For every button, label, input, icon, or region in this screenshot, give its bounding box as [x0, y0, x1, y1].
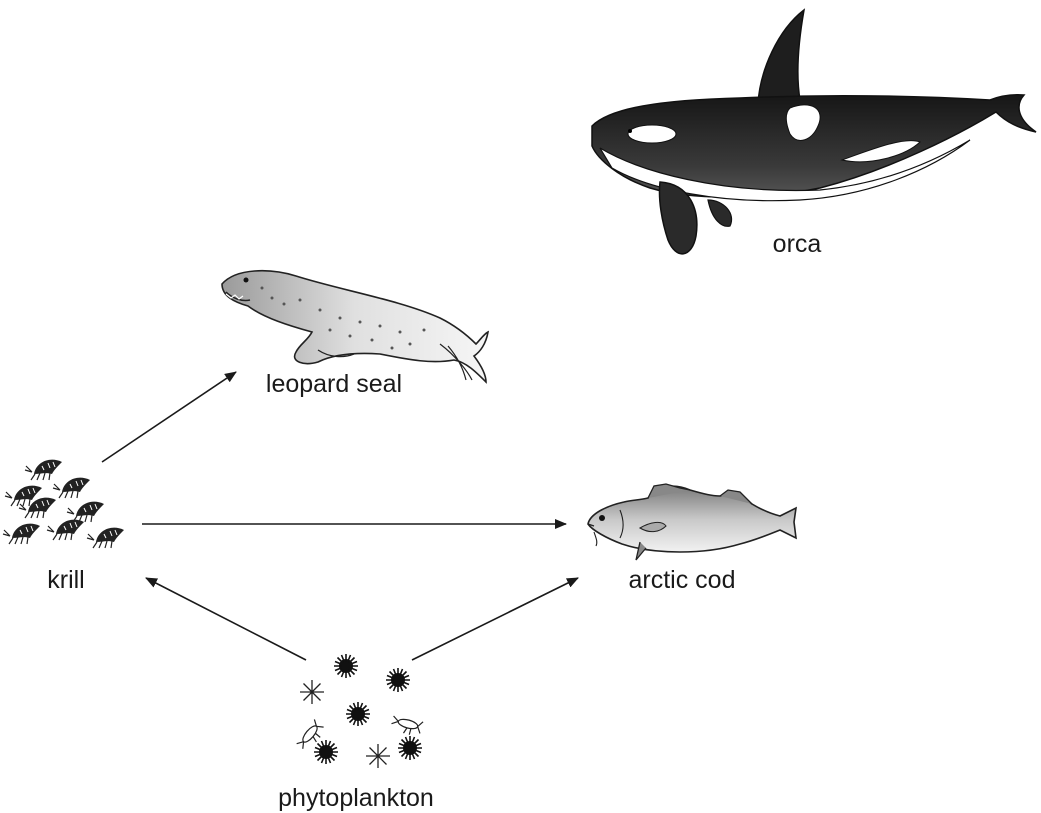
arctic-cod-label: arctic cod: [629, 566, 736, 594]
arrow-krill-to-leopard-seal: [102, 372, 236, 462]
arrow-phytoplankton-to-arctic-cod: [412, 578, 578, 660]
phytoplankton-label: phytoplankton: [278, 784, 434, 812]
arctic-cod-icon: [588, 484, 796, 560]
orca-icon: [592, 10, 1036, 254]
arrow-phytoplankton-to-krill: [146, 578, 306, 660]
orca-label: orca: [773, 230, 822, 258]
leopard-seal-icon: [222, 271, 488, 382]
phytoplankton-icon: [295, 654, 423, 768]
leopard-seal-label: leopard seal: [266, 370, 402, 398]
arrows: [102, 372, 578, 660]
krill-label: krill: [47, 566, 85, 594]
krill-icon: [3, 460, 124, 548]
